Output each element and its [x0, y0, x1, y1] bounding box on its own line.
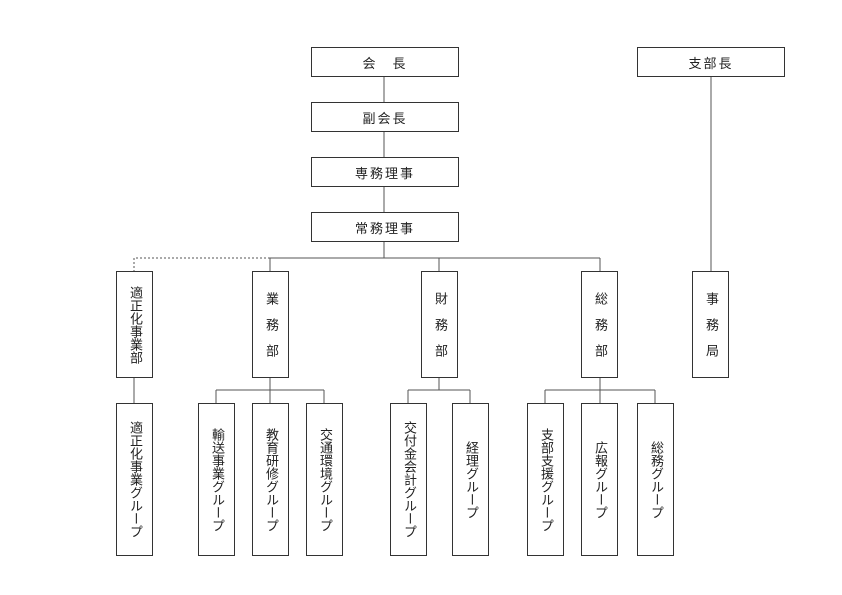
president-label: 会 長 — [362, 56, 408, 72]
group-koho: 広報グループ — [581, 403, 618, 556]
dept-gyomu: 業 務 部 — [252, 271, 289, 378]
group-kofu-label: 交付金会計グループ — [401, 421, 416, 538]
group-kyoiku-label: 教育研修グループ — [263, 427, 278, 532]
vice-president-box: 副会長 — [311, 102, 459, 132]
dept-somu: 総 務 部 — [581, 271, 618, 378]
group-tekisei: 適正化事業グループ — [116, 403, 153, 556]
group-somu-label: 総務グループ — [648, 440, 663, 519]
group-kofu: 交付金会計グループ — [390, 403, 427, 556]
dept-jimukyoku-label: 事 務 局 — [703, 292, 718, 357]
group-keiri: 経理グループ — [452, 403, 489, 556]
group-yuso-label: 輸送事業グループ — [209, 427, 224, 532]
group-shibu-shien-label: 支部支援グループ — [538, 427, 553, 532]
president-box: 会 長 — [311, 47, 459, 77]
branch-head-label: 支部長 — [688, 56, 734, 72]
executive-box: 常務理事 — [311, 212, 459, 242]
branch-head-box: 支部長 — [637, 47, 785, 77]
group-kotsu-label: 交通環境グループ — [317, 427, 332, 532]
group-shibu-shien: 支部支援グループ — [527, 403, 564, 556]
dept-gyomu-label: 業 務 部 — [263, 292, 278, 357]
dept-zaimu: 財 務 部 — [421, 271, 458, 378]
group-keiri-label: 経理グループ — [463, 440, 478, 519]
senior-executive-label: 専務理事 — [354, 166, 415, 182]
group-kotsu: 交通環境グループ — [306, 403, 343, 556]
dept-tekisei-label: 適正化事業部 — [127, 285, 142, 364]
executive-label: 常務理事 — [354, 221, 415, 237]
group-somu: 総務グループ — [637, 403, 674, 556]
group-yuso: 輸送事業グループ — [198, 403, 235, 556]
group-tekisei-label: 適正化事業グループ — [127, 421, 142, 538]
dept-jimukyoku: 事 務 局 — [692, 271, 729, 378]
dept-zaimu-label: 財 務 部 — [432, 292, 447, 357]
dept-tekisei: 適正化事業部 — [116, 271, 153, 378]
group-kyoiku: 教育研修グループ — [252, 403, 289, 556]
dept-somu-label: 総 務 部 — [592, 292, 607, 357]
vice-president-label: 副会長 — [362, 111, 408, 127]
group-koho-label: 広報グループ — [592, 440, 607, 519]
senior-executive-box: 専務理事 — [311, 157, 459, 187]
